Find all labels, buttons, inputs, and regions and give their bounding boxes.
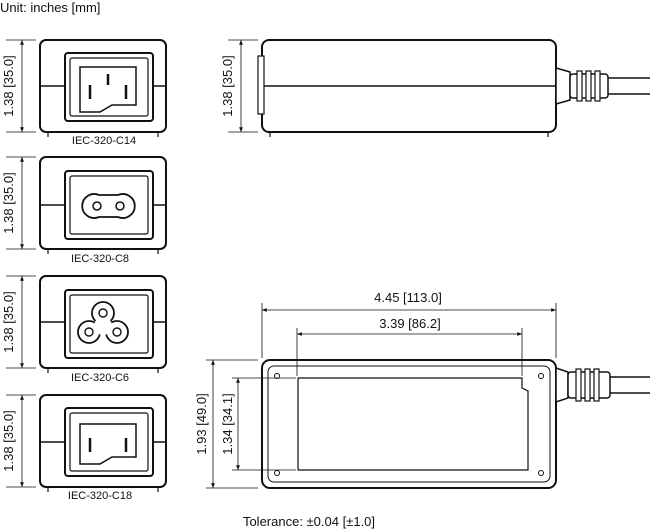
dimension-top-label-length: 3.39 [86.2] [296,316,523,376]
top-view [261,359,650,489]
c6-label: IEC-320-C6 [71,372,129,384]
dimension-top-overall-length: 4.45 [113.0] [261,290,557,358]
top-overall-length-label: 4.45 [113.0] [374,290,442,305]
side-view [257,39,650,137]
dimension-top-overall-width: 1.93 [49.0] [194,359,258,489]
unit-label: Unit: inches [mm] [0,0,100,15]
end-view-c6 [39,275,167,373]
end-view-c14 [39,39,167,137]
c8-inlet-icon [81,193,136,219]
side-height-dim-label: 1.38 [35.0] [220,55,235,116]
c14-inlet-icon [79,66,137,113]
c8-label: IEC-320-C8 [71,253,129,265]
dimension-c18-height: 1.38 [35.0] [1,394,36,488]
dimension-c8-height: 1.38 [35.0] [1,156,36,250]
top-view-strain-relief [555,366,650,404]
c14-label: IEC-320-C14 [72,135,136,147]
dimension-top-label-width: 1.34 [34.1] [220,377,296,471]
c18-inlet-icon [79,423,137,465]
end-view-c18 [39,394,167,492]
c18-height-dim-label: 1.38 [35.0] [1,410,16,471]
dimension-c14-height: 1.38 [35.0] [1,39,36,133]
c6-height-dim-label: 1.38 [35.0] [1,291,16,352]
top-label-length-label: 3.39 [86.2] [379,316,440,331]
dimension-side-height: 1.38 [35.0] [220,39,258,133]
c14-height-dim-label: 1.38 [35.0] [1,55,16,116]
c18-label: IEC-320-C18 [68,490,132,502]
c8-height-dim-label: 1.38 [35.0] [1,172,16,233]
end-view-c8 [39,156,167,254]
c6-inlet-icon [77,301,129,344]
tolerance-note: Tolerance: ±0.04 [±1.0] [243,514,375,529]
top-overall-width-label: 1.93 [49.0] [194,393,209,454]
top-label-width-label: 1.34 [34.1] [220,393,235,454]
dimension-c6-height: 1.38 [35.0] [1,275,36,369]
side-view-strain-relief [555,67,650,105]
